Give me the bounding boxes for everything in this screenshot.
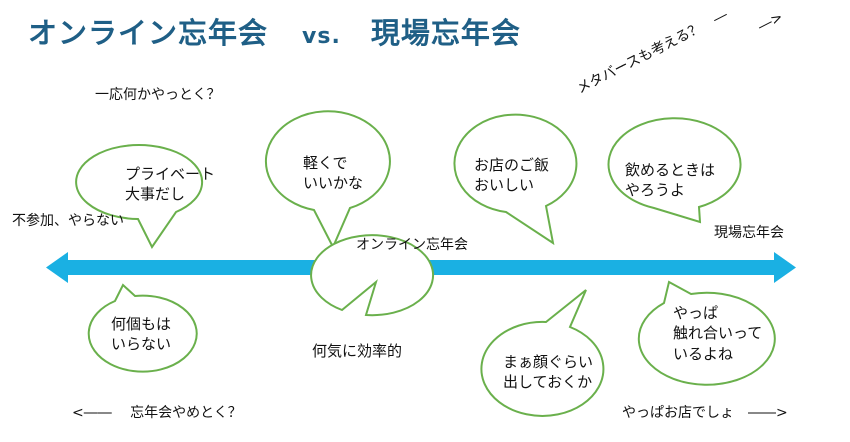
bubble-text-food: お店のご飯 おいしい <box>474 156 550 195</box>
speech-bubble-limit <box>87 283 198 373</box>
label-genba: 現場忘年会 <box>714 225 784 241</box>
bubble-text-face: まぁ顔ぐらい 出しておくか <box>503 353 594 392</box>
page-title: オンライン忘年会 vs. 現場忘年会 <box>28 10 521 52</box>
speech-bubble-casual <box>264 110 391 250</box>
bubble-text-touch: やっぱ 触れ合いって いるよね <box>673 304 763 363</box>
label-ichio: 一応何かやっとく？ <box>95 87 221 103</box>
label-bottom-right: やっぱお店でしょ ――> <box>622 405 788 421</box>
bubble-text-limit: 何個もは いらない <box>111 315 172 354</box>
speech-bubble-drink <box>607 117 742 224</box>
bubble-text-privacy: プライベート 大事だし <box>125 165 216 204</box>
speech-bubble-face <box>480 289 605 417</box>
bubble-text-casual: 軽くで いいかな <box>303 154 364 193</box>
speech-bubble-touch <box>637 280 776 386</box>
title-online: オンライン忘年会 <box>28 16 269 50</box>
speech-bubble-efficiency <box>310 234 435 317</box>
title-genba: 現場忘年会 <box>370 16 521 50</box>
speech-bubble-privacy <box>75 144 204 249</box>
speech-bubble-food <box>453 113 578 246</box>
bubble-text-efficiency: 何気に効率的 <box>312 342 403 360</box>
label-center-online: オンライン忘年会 <box>356 237 468 253</box>
label-bottom-left: <―― 忘年会やめとく？ <box>72 405 242 421</box>
label-fusanka: 不参加、やらない <box>12 213 124 229</box>
title-vs: vs. <box>302 24 341 49</box>
bubble-text-drink: 飲めるときは やろうよ <box>625 161 716 200</box>
